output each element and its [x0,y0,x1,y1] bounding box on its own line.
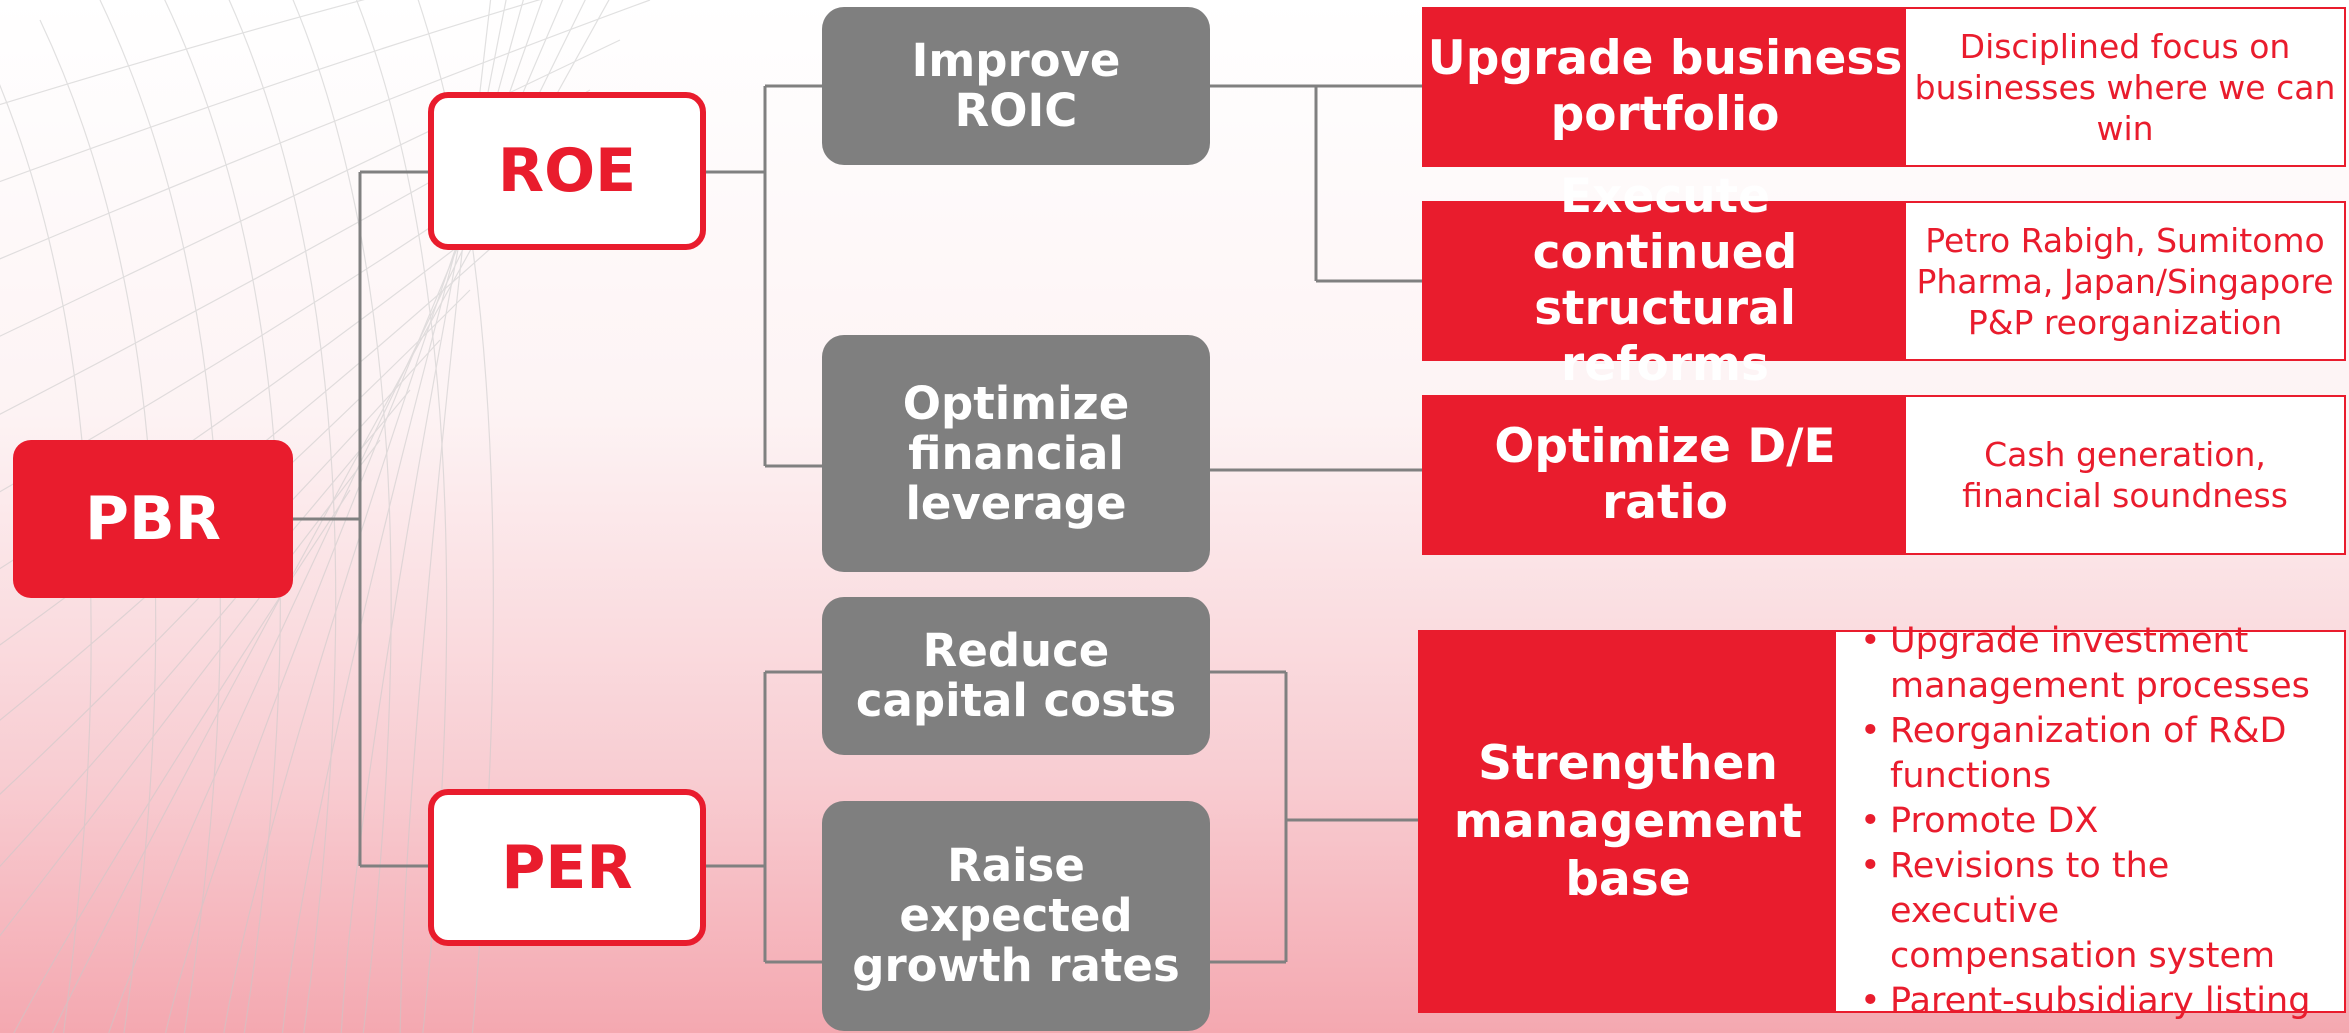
pbr-node: PBR [13,440,293,598]
initiative-detail-line-2: financial soundness [1962,476,2288,515]
optimize-leverage-node: Optimize financial leverage [822,335,1210,572]
initiative-title-line-1: Upgrade business [1427,31,1903,86]
management-base-title: Strengthen management base [1420,632,1836,1011]
bullet-line: management processes [1890,666,2310,706]
reduce-capital-costs-node: Reduce capital costs [822,597,1210,755]
management-base-block: Strengthen management base Upgrade inves… [1418,619,2346,1024]
management-base-title-line-3: base [1565,851,1691,907]
initiative-row-structural-reforms: Execute continued structural reforms Pet… [1422,169,2346,392]
raise-growth-line-2: expected [899,889,1133,942]
optimize-leverage-line-1: Optimize [902,376,1130,430]
roe-node: ROE [428,92,706,250]
reduce-capital-costs-line-1: Reduce [922,624,1110,677]
initiative-detail-line-3: win [2096,108,2154,148]
initiative-title: Execute continued structural reforms [1424,169,1906,392]
reduce-capital-costs-line-2: capital costs [855,674,1177,727]
bullet-line: Parent-subsidiary listing [1890,981,2311,1021]
initiative-detail-line-2: businesses where we can [1914,67,2336,107]
optimize-leverage-line-3: leverage [905,476,1127,530]
bullet-item: Reorganization of R&D functions [1854,709,2334,799]
bullet-line: compensation system [1890,936,2276,976]
bullet-line: Reorganization of R&D [1890,711,2287,751]
bullet-item: Upgrade investment management processes [1854,619,2334,709]
initiative-title-line-1: Optimize D/E ratio [1494,419,1836,530]
initiative-detail-line-1: Cash generation, [1984,435,2266,474]
initiative-detail-line-1: Petro Rabigh, Sumitomo [1925,220,2325,260]
bullet-item: Parent-subsidiary listing [1854,979,2334,1024]
per-label: PER [501,832,633,903]
improve-roic-line-2: ROIC [954,84,1078,137]
management-base-title-line-1: Strengthen [1478,735,1778,791]
bullet-line: Upgrade investment [1890,621,2249,661]
initiative-detail-line-1: Disciplined focus on [1959,26,2291,66]
bullet-item: Revisions to the executive compensation … [1854,844,2334,979]
bullet-line: functions [1890,756,2052,796]
raise-growth-node: Raise expected growth rates [822,801,1210,1031]
initiative-title: Upgrade business portfolio [1424,9,1906,165]
raise-growth-line-1: Raise [947,839,1085,892]
initiative-title-line-1: Execute continued [1532,169,1798,280]
bullet-item: Promote DX [1854,799,2334,844]
initiative-row-portfolio: Upgrade business portfolio Disciplined f… [1422,7,2346,167]
initiative-title-line-2: portfolio [1550,87,1780,142]
initiative-detail-line-3: P&P reorganization [1967,302,2283,342]
bullet-line: Promote DX [1890,801,2099,841]
management-base-title-line-2: management [1453,793,1803,849]
initiative-detail-line-2: Pharma, Japan/Singapore [1916,261,2334,301]
optimize-leverage-line-2: financial [908,426,1124,480]
initiative-detail: Petro Rabigh, Sumitomo Pharma, Japan/Sin… [1906,203,2344,359]
initiative-row-de-ratio: Optimize D/E ratio Cash generation, fina… [1422,395,2346,555]
bullet-line: Revisions to the executive [1890,846,2170,931]
initiative-detail: Cash generation, financial soundness [1906,397,2344,553]
initiative-title-line-2: structural reforms [1534,281,1796,392]
raise-growth-line-3: growth rates [852,939,1180,992]
roe-label: ROE [497,136,637,206]
improve-roic-node: Improve ROIC [822,7,1210,165]
initiative-title: Optimize D/E ratio [1424,397,1906,553]
initiative-detail: Disciplined focus on businesses where we… [1906,9,2344,165]
per-node: PER [428,789,706,946]
pbr-label: PBR [85,484,221,554]
improve-roic-line-1: Improve [911,34,1121,87]
management-base-bullets: Upgrade investment management processes … [1836,619,2344,1024]
